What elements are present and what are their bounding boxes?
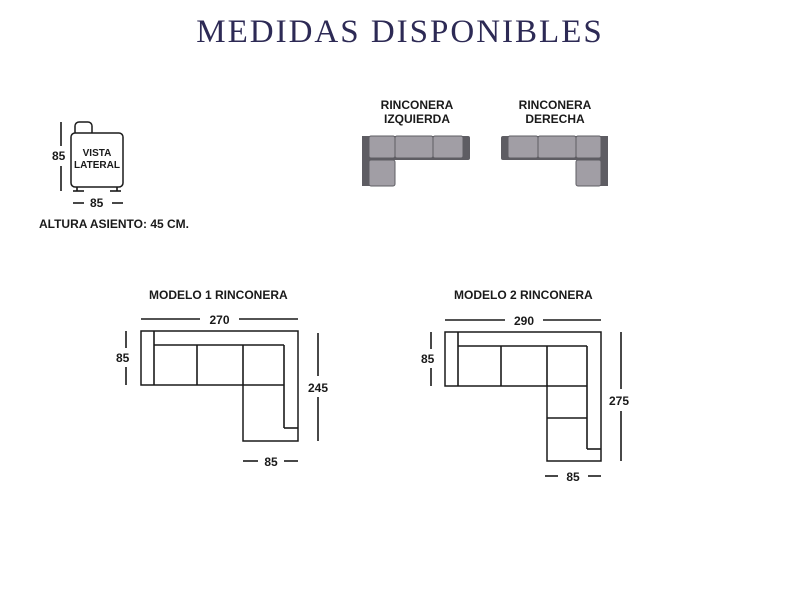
corner-right-icon [501,135,608,187]
model1-plan [140,330,299,442]
model1-width-value: 270 [209,313,230,327]
model1-depth-value: 85 [116,351,130,365]
model1-chaise-value: 85 [264,455,278,469]
corner-left-line2: IZQUIERDA [384,112,450,126]
model2-depth-value: 85 [421,352,435,366]
side-view-label-line2: LATERAL [74,160,120,171]
corner-left-line1: RINCONERA [380,98,454,112]
side-view-label-line1: VISTA [82,148,112,159]
side-width-value: 85 [90,196,104,210]
side-view-chair-icon [70,121,124,192]
model1-title: MODELO 1 RINCONERA [149,288,288,302]
model2-width-value: 290 [513,314,535,328]
model2-plan [444,331,602,462]
model1-length-value: 245 [308,381,329,395]
model2-chaise-value: 85 [566,470,580,484]
corner-right-line2: DERECHA [525,112,585,126]
model2-title: MODELO 2 RINCONERA [454,288,593,302]
side-height-value: 85 [52,149,66,163]
model2-length-value: 275 [609,394,630,408]
page-title: MEDIDAS DISPONIBLES [196,14,604,50]
corner-left-icon [362,135,470,187]
seat-height-label: ALTURA ASIENTO: 45 CM. [39,217,190,231]
corner-right-line1: RINCONERA [518,98,592,112]
